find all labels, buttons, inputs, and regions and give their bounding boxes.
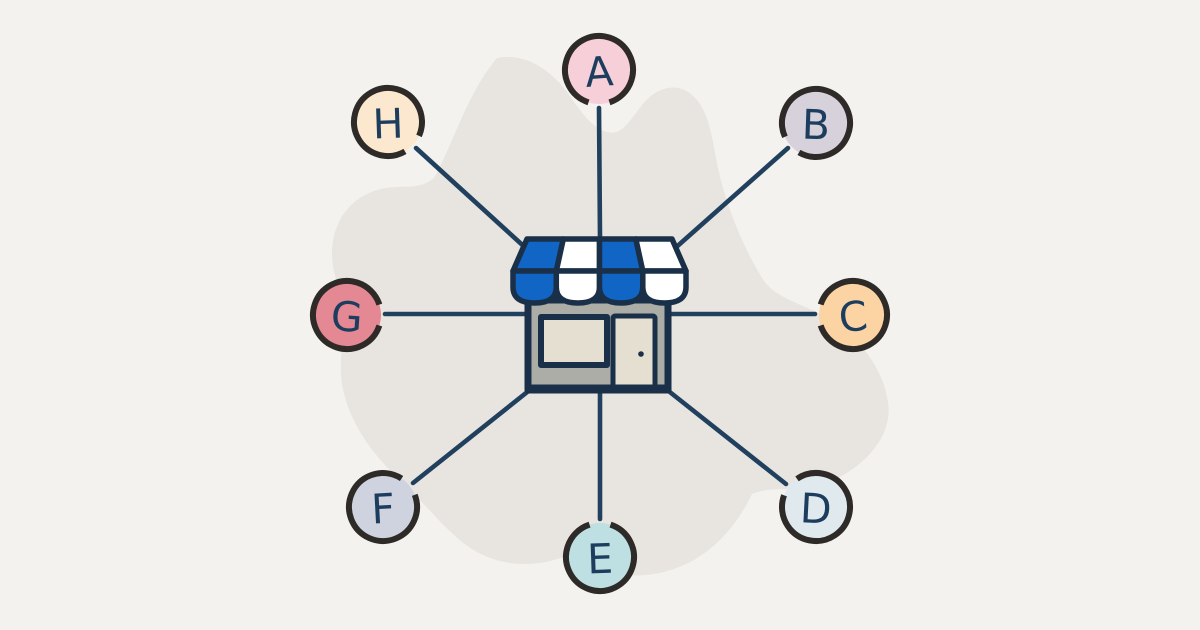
connector-a [596,105,603,241]
node-circles [310,33,890,594]
awning-scallop-white-2 [640,268,689,306]
awning-scallop-blue-1 [510,268,560,306]
awning-scallop-white-1 [553,268,603,306]
node-a-label: A [583,47,614,97]
storefront-icon [510,236,689,394]
node-f-circle [346,470,420,544]
connector-h [413,145,532,254]
store-door [610,313,658,390]
node-g-circle [310,278,384,352]
node-h-circle [351,85,425,159]
awning-scallop-blue-2 [596,268,646,306]
node-d-circle [779,470,853,544]
connector-lines [382,105,818,522]
awning-stripe-white-1 [553,236,603,274]
node-a-circle [562,33,636,107]
store-window [538,314,610,368]
node-e-label: E [586,535,614,584]
connector-d [663,386,789,487]
node-c-label: C [836,292,870,343]
connector-f [410,386,534,486]
node-e-circle [563,520,637,594]
node-f-label: F [370,484,396,533]
node-h-label: H [372,99,405,148]
node-labels: A B C D E F G H [329,47,870,583]
node-c-circle [816,278,890,352]
door-handle-dot [638,351,644,357]
connector-b [670,145,791,253]
node-d-label: D [799,484,833,534]
node-b-circle [779,86,854,160]
node-b-label: B [801,101,831,150]
node-g-label: G [329,292,364,342]
